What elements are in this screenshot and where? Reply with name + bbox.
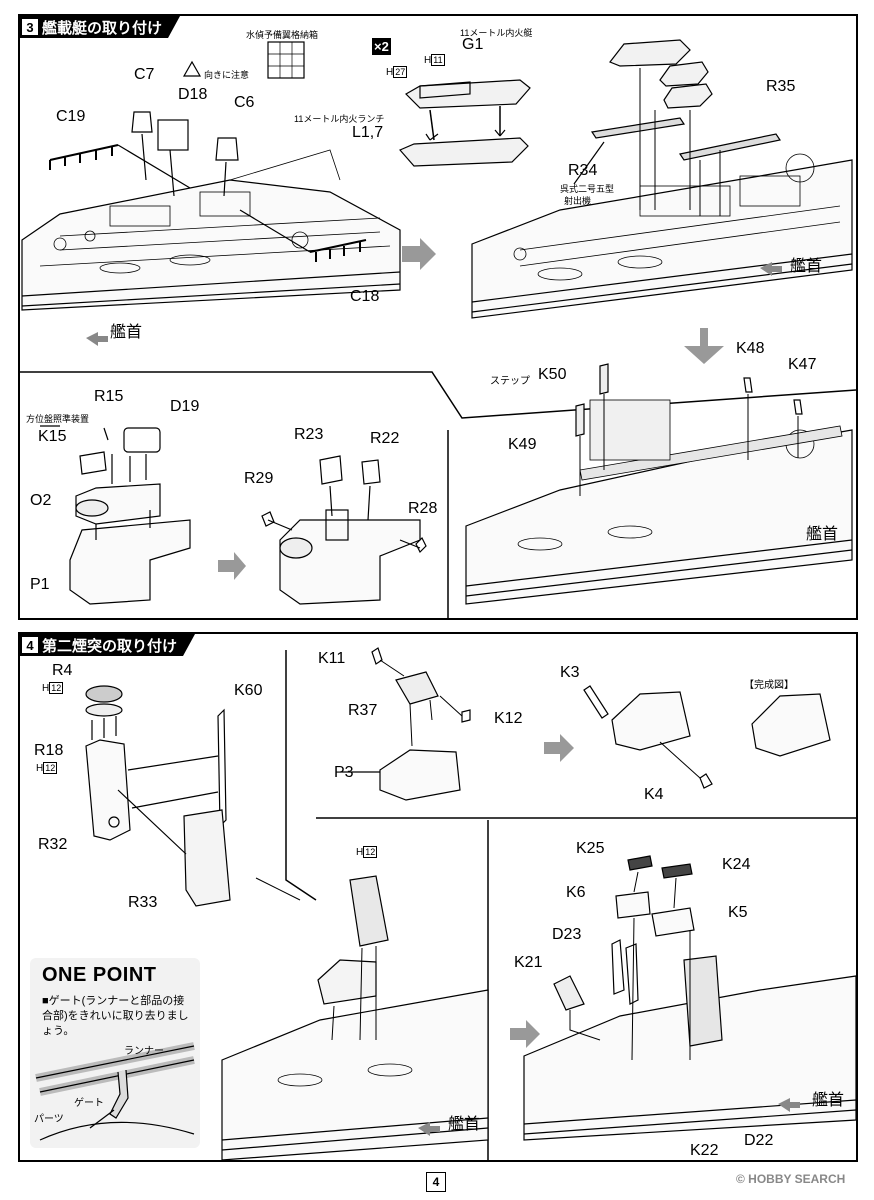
label-p1: P1 xyxy=(30,576,50,593)
label-g1: G1 xyxy=(462,36,484,53)
step4-title: 第二煙突の取り付け xyxy=(42,637,178,655)
page-number: 4 xyxy=(426,1172,446,1192)
label-r35: R35 xyxy=(766,78,796,95)
label-k15: K15 xyxy=(38,428,67,445)
catapult-label-1: 呉式二号五型 xyxy=(560,184,615,194)
label-k47: K47 xyxy=(788,356,817,373)
label-r37: R37 xyxy=(348,702,378,719)
bow-label-4: 艦首 xyxy=(448,1116,481,1133)
label-r29: R29 xyxy=(244,470,274,487)
label-r32: R32 xyxy=(38,836,68,853)
label-r23: R23 xyxy=(294,426,324,443)
step3-header: 3 艦載艇の取り付け xyxy=(20,16,180,38)
step4-header: 4 第二煙突の取り付け xyxy=(20,634,195,656)
label-c18: C18 xyxy=(350,288,380,305)
label-k3: K3 xyxy=(560,664,580,681)
one-point-title: ONE POINT xyxy=(42,964,157,986)
label-c7: C7 xyxy=(134,66,155,83)
label-c19: C19 xyxy=(56,108,86,125)
step4-number: 4 xyxy=(22,637,38,653)
one-point-box: ONE POINT ■ゲート(ランナーと部品の接合部)をきれいに取り去りましょう… xyxy=(30,958,200,1148)
runner-label: ランナー xyxy=(124,1046,164,1057)
label-d19: D19 xyxy=(170,398,200,415)
label-k50: K50 xyxy=(538,366,567,383)
label-k49: K49 xyxy=(508,436,537,453)
step3-title: 艦載艇の取り付け xyxy=(42,19,163,37)
one-point-text: ■ゲート(ランナーと部品の接合部)をきれいに取り去りましょう。 xyxy=(42,995,189,1037)
launch-11m-label: 11メートル内火ランチ xyxy=(294,114,385,124)
label-d18: D18 xyxy=(178,86,208,103)
label-r18: R18 xyxy=(34,742,64,759)
label-c6: C6 xyxy=(234,94,255,111)
label-o2: O2 xyxy=(30,492,52,509)
bow-label-1: 艦首 xyxy=(110,324,143,341)
label-k4: K4 xyxy=(644,786,664,803)
label-k22: K22 xyxy=(690,1142,719,1159)
completed-view-label: 【完成図】 xyxy=(744,680,794,691)
label-r15: R15 xyxy=(94,388,124,405)
label-r34: R34 xyxy=(568,162,598,179)
label-k25: K25 xyxy=(576,840,605,857)
bow-label-3: 艦首 xyxy=(806,526,839,543)
label-k6: K6 xyxy=(566,884,586,901)
label-r22: R22 xyxy=(370,430,400,447)
label-k24: K24 xyxy=(722,856,751,873)
label-k60: K60 xyxy=(234,682,263,699)
gate-illustration xyxy=(35,1042,195,1141)
label-r28: R28 xyxy=(408,500,438,517)
parts-label: パーツ xyxy=(34,1114,64,1125)
step-ladder-label: ステップ xyxy=(490,376,530,387)
label-d22: D22 xyxy=(744,1132,774,1149)
label-k11: K11 xyxy=(318,650,346,667)
bow-label-2: 艦首 xyxy=(790,258,823,275)
gate-label: ゲート xyxy=(74,1098,104,1109)
label-k21: K21 xyxy=(514,954,543,971)
caution-note: 向きに注意 xyxy=(204,70,250,80)
step3-number: 3 xyxy=(22,19,38,35)
label-k48: K48 xyxy=(736,340,765,357)
catapult-label-2: 射出機 xyxy=(564,196,592,206)
label-p3: P3 xyxy=(334,764,354,781)
bow-label-5: 艦首 xyxy=(812,1092,845,1109)
label-l17: L1,7 xyxy=(352,124,384,141)
label-r33: R33 xyxy=(128,894,158,911)
quantity-x2-badge: ×2 xyxy=(372,38,391,55)
label-k12: K12 xyxy=(494,710,523,727)
boat-11m-label: 11メートル内火艇 xyxy=(460,28,533,38)
step3-panel: 3 艦載艇の取り付け xyxy=(18,14,858,620)
scout-box-label: 水偵予備翼格納箱 xyxy=(246,30,319,40)
watermark: © HOBBY SEARCH xyxy=(736,1172,846,1186)
label-k5: K5 xyxy=(728,904,748,921)
label-d23: D23 xyxy=(552,926,582,943)
label-r4: R4 xyxy=(52,662,73,679)
azimuth-label: 方位盤照準装置 xyxy=(26,414,90,424)
